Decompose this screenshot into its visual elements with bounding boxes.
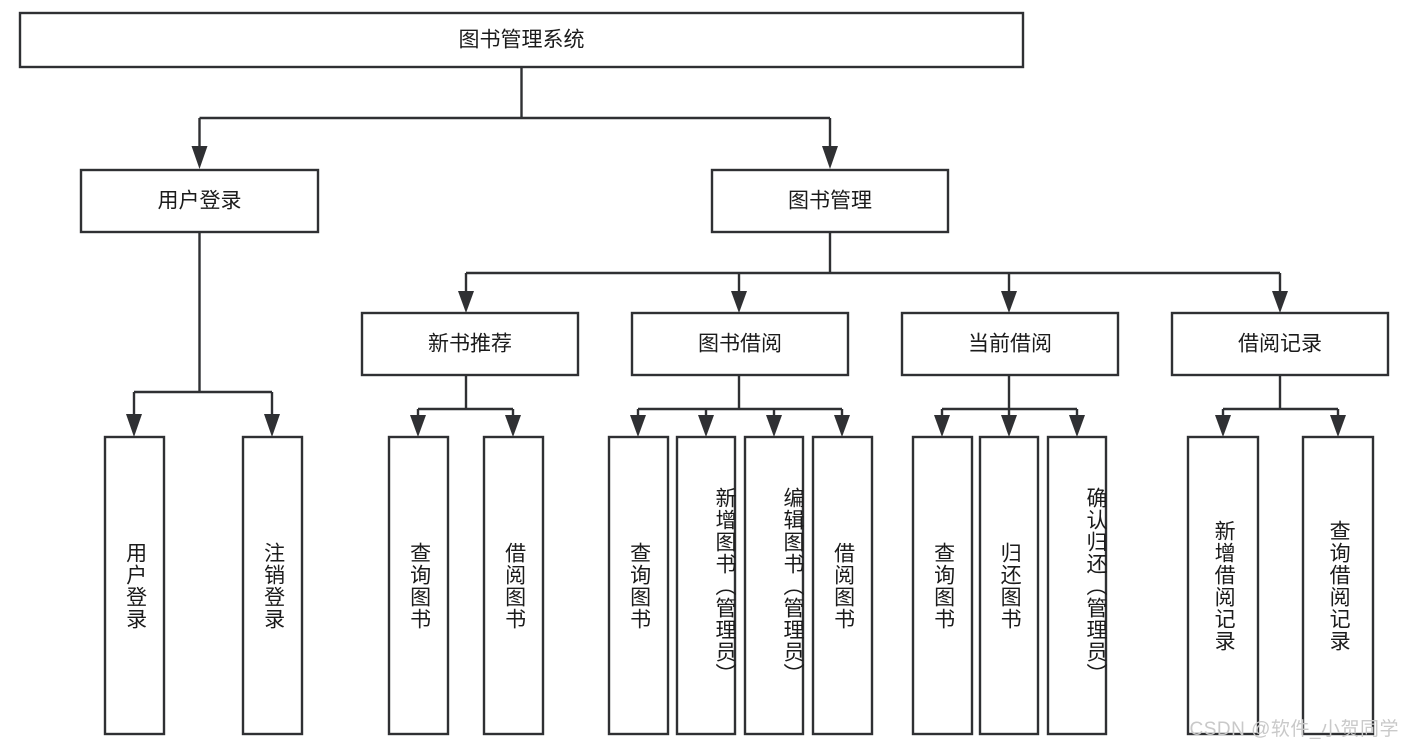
node-book-management-box xyxy=(710,168,950,234)
arrow-head-leaf-user-login xyxy=(126,414,142,437)
arrow-head-leaf-add-record xyxy=(1215,415,1231,437)
connector-group-borrow-record xyxy=(1215,375,1346,437)
arrow-head-borrow-record xyxy=(1272,291,1288,313)
csdn-watermark: CSDN @软件_小贺同学 xyxy=(1189,719,1399,740)
node-current-borrow-box xyxy=(900,311,1120,377)
node-user-login[interactable]: 用户登录 xyxy=(79,168,320,234)
arrow-head-leaf-logout xyxy=(264,414,280,437)
node-borrow-record-label: 借阅记录 xyxy=(1238,333,1322,356)
leaf-box-query-book-c[interactable] xyxy=(911,435,974,736)
arrow-head-leaf-confirm-return xyxy=(1069,415,1085,437)
node-current-borrow-label: 当前借阅 xyxy=(968,333,1052,356)
node-book-borrow-label: 图书借阅 xyxy=(698,333,782,356)
node-book-management[interactable]: 图书管理 xyxy=(710,168,950,234)
leaf-box-edit-book[interactable] xyxy=(743,435,805,736)
node-borrow-record-box xyxy=(1170,311,1390,377)
arrow-head-leaf-return-book xyxy=(1001,415,1017,437)
arrow-head-leaf-add-book xyxy=(698,415,714,437)
connector-group-user-login xyxy=(126,232,280,437)
arrow-head-book-mgmt xyxy=(822,146,838,169)
node-new-book-recommend-box xyxy=(360,311,580,377)
node-book-borrow[interactable]: 图书借阅 xyxy=(630,311,850,377)
arrow-head-leaf-borrow-book-b xyxy=(834,415,850,437)
node-root-book-management-system[interactable]: 图书管理系统 xyxy=(18,11,1025,69)
arrow-head-user-login xyxy=(191,146,208,169)
leaf-box-query-book-b[interactable] xyxy=(607,435,670,736)
node-user-login-box xyxy=(79,168,320,234)
leaf-box-add-book[interactable] xyxy=(675,435,737,736)
leaf-box-logout[interactable] xyxy=(241,435,304,736)
connector-group-root xyxy=(191,67,838,169)
arrow-head-new-book-rec xyxy=(458,291,474,313)
arrow-head-leaf-query-book-c xyxy=(934,415,950,437)
node-current-borrow[interactable]: 当前借阅 xyxy=(900,311,1120,377)
connector-group-book-mgmt xyxy=(458,232,1288,313)
leaf-box-borrow-book-a[interactable] xyxy=(482,435,545,736)
leaf-box-return-book[interactable] xyxy=(978,435,1040,736)
arrow-head-leaf-borrow-book-a xyxy=(505,415,521,437)
connector-group-current-borrow xyxy=(934,375,1085,437)
connector-group-new-book-rec xyxy=(410,375,521,437)
leaf-box-borrow-book-b[interactable] xyxy=(811,435,874,736)
arrow-head-leaf-query-record xyxy=(1330,415,1346,437)
leaf-boxes xyxy=(103,435,1375,736)
node-user-login-label: 用户登录 xyxy=(158,190,242,213)
node-new-book-recommend[interactable]: 新书推荐 xyxy=(360,311,580,377)
node-book-management-label: 图书管理 xyxy=(788,190,872,213)
leaf-box-query-record[interactable] xyxy=(1301,435,1375,736)
node-new-book-recommend-label: 新书推荐 xyxy=(428,333,512,356)
arrow-head-leaf-edit-book xyxy=(766,415,782,437)
arrow-head-leaf-query-book-a xyxy=(410,415,426,437)
node-borrow-record[interactable]: 借阅记录 xyxy=(1170,311,1390,377)
arrow-head-current-borrow xyxy=(1001,291,1017,313)
node-root-box xyxy=(18,11,1025,69)
leaf-box-user-login[interactable] xyxy=(103,435,166,736)
leaf-box-confirm-return[interactable] xyxy=(1046,435,1108,736)
arrow-head-book-borrow xyxy=(731,291,747,313)
node-book-borrow-box xyxy=(630,311,850,377)
arrow-head-leaf-query-book-b xyxy=(630,415,646,437)
connector-group-book-borrow xyxy=(630,375,850,437)
node-root-label: 图书管理系统 xyxy=(459,29,585,52)
leaf-box-add-record[interactable] xyxy=(1186,435,1260,736)
leaf-box-query-book-a[interactable] xyxy=(387,435,450,736)
